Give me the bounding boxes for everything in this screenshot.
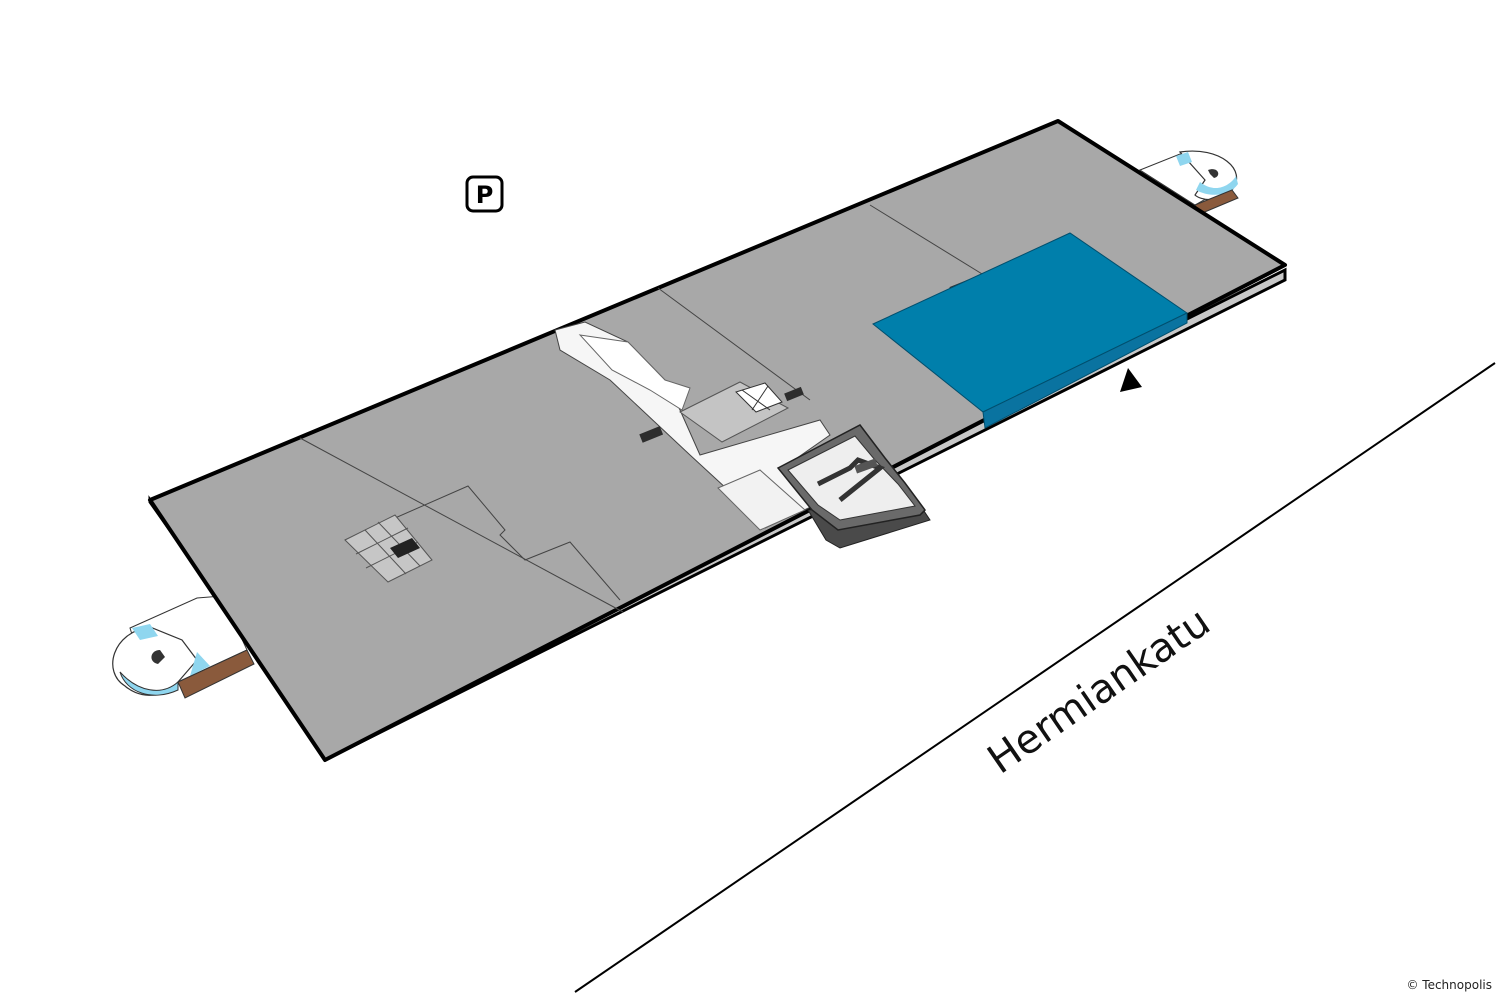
entrance-canopy	[776, 424, 931, 549]
street-line	[574, 362, 1496, 993]
left-stair-wing	[112, 595, 255, 699]
door-marker	[784, 386, 804, 402]
staircase-icon	[344, 514, 433, 583]
right-stair-wing	[1138, 150, 1239, 215]
lobby-nook	[578, 334, 691, 411]
highlighted-space[interactable]	[872, 232, 1188, 429]
door-marker	[639, 426, 664, 443]
room-dividers	[299, 204, 1001, 613]
copyright-notice: © Technopolis	[1406, 978, 1492, 992]
lobby-vestibule	[717, 469, 806, 531]
parking-sign-icon[interactable]: P	[465, 175, 504, 213]
entrance-arrow-icon	[1120, 368, 1142, 392]
elevator-icon[interactable]	[735, 382, 783, 413]
parking-sign-letter: P	[476, 181, 494, 209]
